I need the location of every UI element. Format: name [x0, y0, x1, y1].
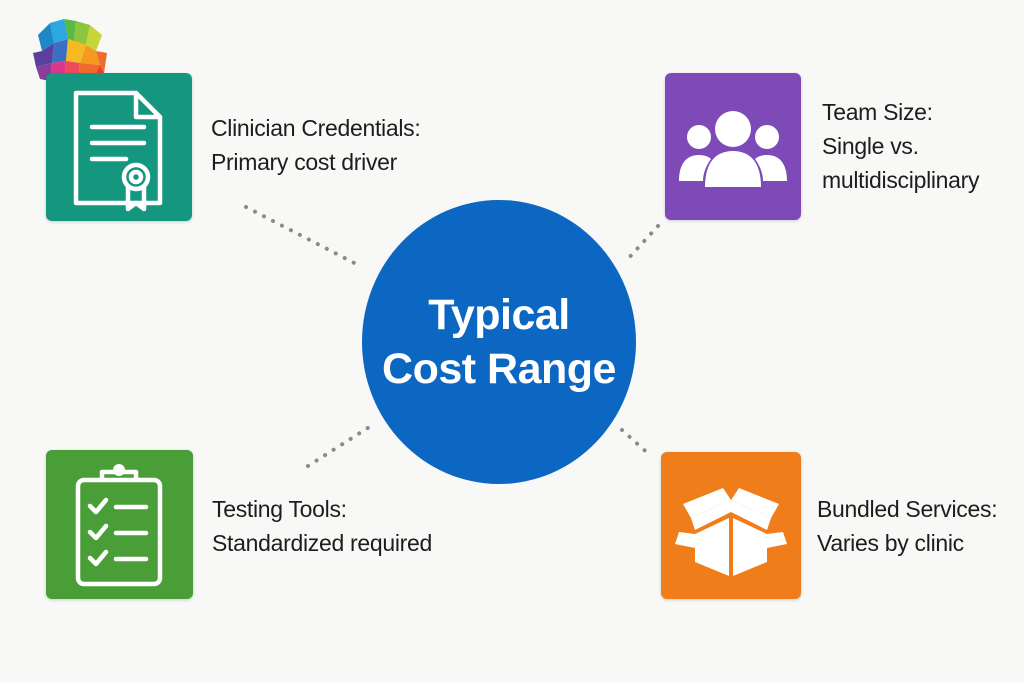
bundled-tile [661, 452, 801, 599]
team-label: Team Size: Single vs. multidisciplinary [822, 95, 980, 197]
hub-title-line1: Typical [428, 291, 570, 339]
testing-tile [46, 450, 193, 599]
credentials-tile [46, 73, 192, 221]
clipboard-checklist-icon [75, 464, 163, 587]
team-tile [665, 73, 801, 220]
testing-detail: Standardized required [212, 530, 433, 556]
connector-team [624, 224, 660, 263]
bundled-detail: Varies by clinic [817, 530, 964, 556]
credentials-label: Clinician Credentials: Primary cost driv… [211, 111, 421, 179]
bundled-label: Bundled Services: Varies by clinic [817, 492, 998, 560]
connector-credentials [244, 205, 364, 269]
open-box-icon [675, 488, 787, 576]
team-detail-line1: Single vs. [822, 133, 919, 159]
testing-title: Testing Tools: [212, 496, 347, 522]
central-hub: Typical Cost Range [362, 200, 636, 484]
credentials-detail: Primary cost driver [211, 149, 397, 175]
connector-testing [306, 422, 376, 468]
team-detail-line2: multidisciplinary [822, 167, 980, 193]
bundled-title: Bundled Services: [817, 496, 998, 522]
hub-title-line2: Cost Range [382, 345, 616, 393]
credentials-title: Clinician Credentials: [211, 115, 421, 141]
connector-bundled [620, 428, 654, 459]
testing-label: Testing Tools: Standardized required [212, 492, 432, 560]
team-title: Team Size: [822, 99, 933, 125]
people-group-icon [679, 111, 787, 187]
certificate-icon [73, 90, 163, 212]
